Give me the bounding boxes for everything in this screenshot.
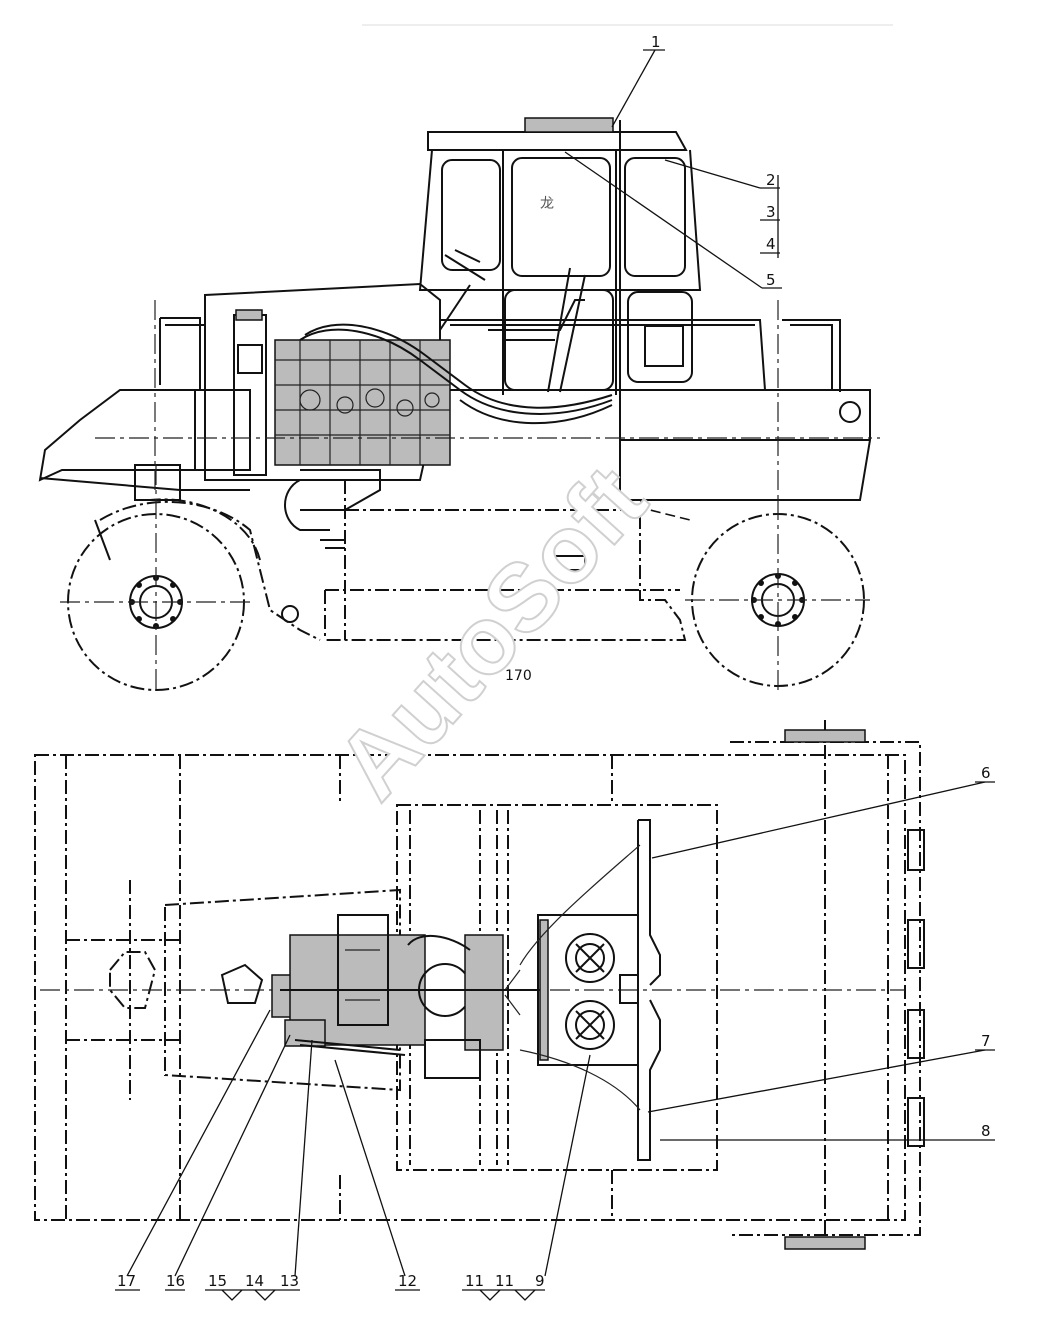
engine xyxy=(274,339,451,466)
callout-13: 13 xyxy=(280,1272,299,1290)
callouts: 1 2 3 4 5 6 7 8 9 11 11 12 13 14 15 16 1… xyxy=(117,33,991,1290)
callout-17: 17 xyxy=(117,1272,136,1290)
callout-6: 6 xyxy=(981,764,991,782)
callout-15: 15 xyxy=(208,1272,227,1290)
callout-2: 2 xyxy=(766,171,776,189)
cab: 龙 xyxy=(418,117,702,500)
callout-14: 14 xyxy=(245,1272,264,1290)
callout-9: 9 xyxy=(535,1272,545,1290)
callout-8: 8 xyxy=(981,1122,991,1140)
callout-16: 16 xyxy=(166,1272,185,1290)
front-wheel xyxy=(60,464,321,691)
callout-4: 4 xyxy=(766,235,776,253)
chassis-side xyxy=(281,480,691,641)
callout-11b: 11 xyxy=(495,1272,514,1290)
side-view: 龙 xyxy=(38,24,893,691)
callout-1: 1 xyxy=(651,33,661,51)
leader-lines xyxy=(115,49,995,1301)
top-view xyxy=(34,720,925,1250)
engine-top xyxy=(220,914,504,1079)
callout-12: 12 xyxy=(398,1272,417,1290)
roof-unit xyxy=(524,117,614,133)
callout-3: 3 xyxy=(766,203,776,221)
rear-wheel xyxy=(685,500,870,690)
body xyxy=(38,282,871,549)
watermark: AutoSoft xyxy=(316,446,667,819)
dimension-label: 170 xyxy=(505,668,532,684)
callout-11a: 11 xyxy=(465,1272,484,1290)
callout-7: 7 xyxy=(981,1032,991,1050)
svg-text:龙: 龙 xyxy=(540,196,554,212)
callout-5: 5 xyxy=(766,271,776,289)
